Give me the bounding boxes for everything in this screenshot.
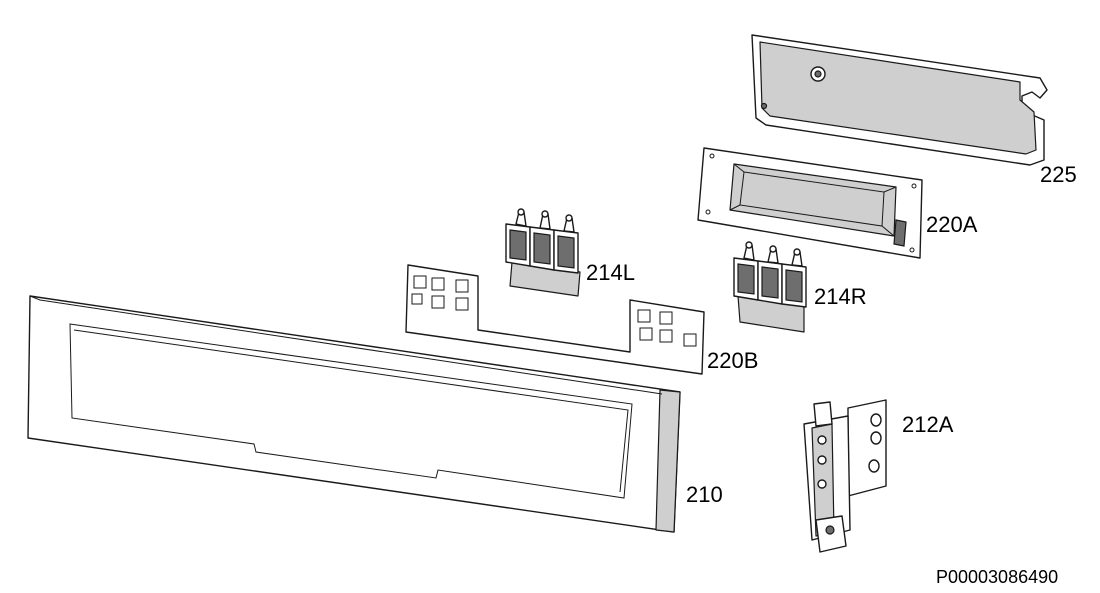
callout-210: 210 xyxy=(686,482,723,507)
callout-225: 225 xyxy=(1040,162,1077,187)
part-210-control-panel xyxy=(27,295,681,533)
callout-214l: 214L xyxy=(586,260,635,285)
callout-220b: 220B xyxy=(707,348,759,373)
callout-212a: 212A xyxy=(902,412,954,437)
part-214l-button-set xyxy=(505,208,581,297)
part-220b-sensor-strip xyxy=(405,264,705,375)
part-225-cover xyxy=(751,34,1048,166)
callout-220a: 220A xyxy=(926,212,978,237)
reference-code: P00003086490 xyxy=(936,567,1059,587)
callout-214r: 214R xyxy=(814,284,867,309)
part-212a-hinge-bracket xyxy=(803,399,887,553)
part-214r-button-set xyxy=(733,241,807,333)
part-220a-display-board xyxy=(697,147,923,259)
